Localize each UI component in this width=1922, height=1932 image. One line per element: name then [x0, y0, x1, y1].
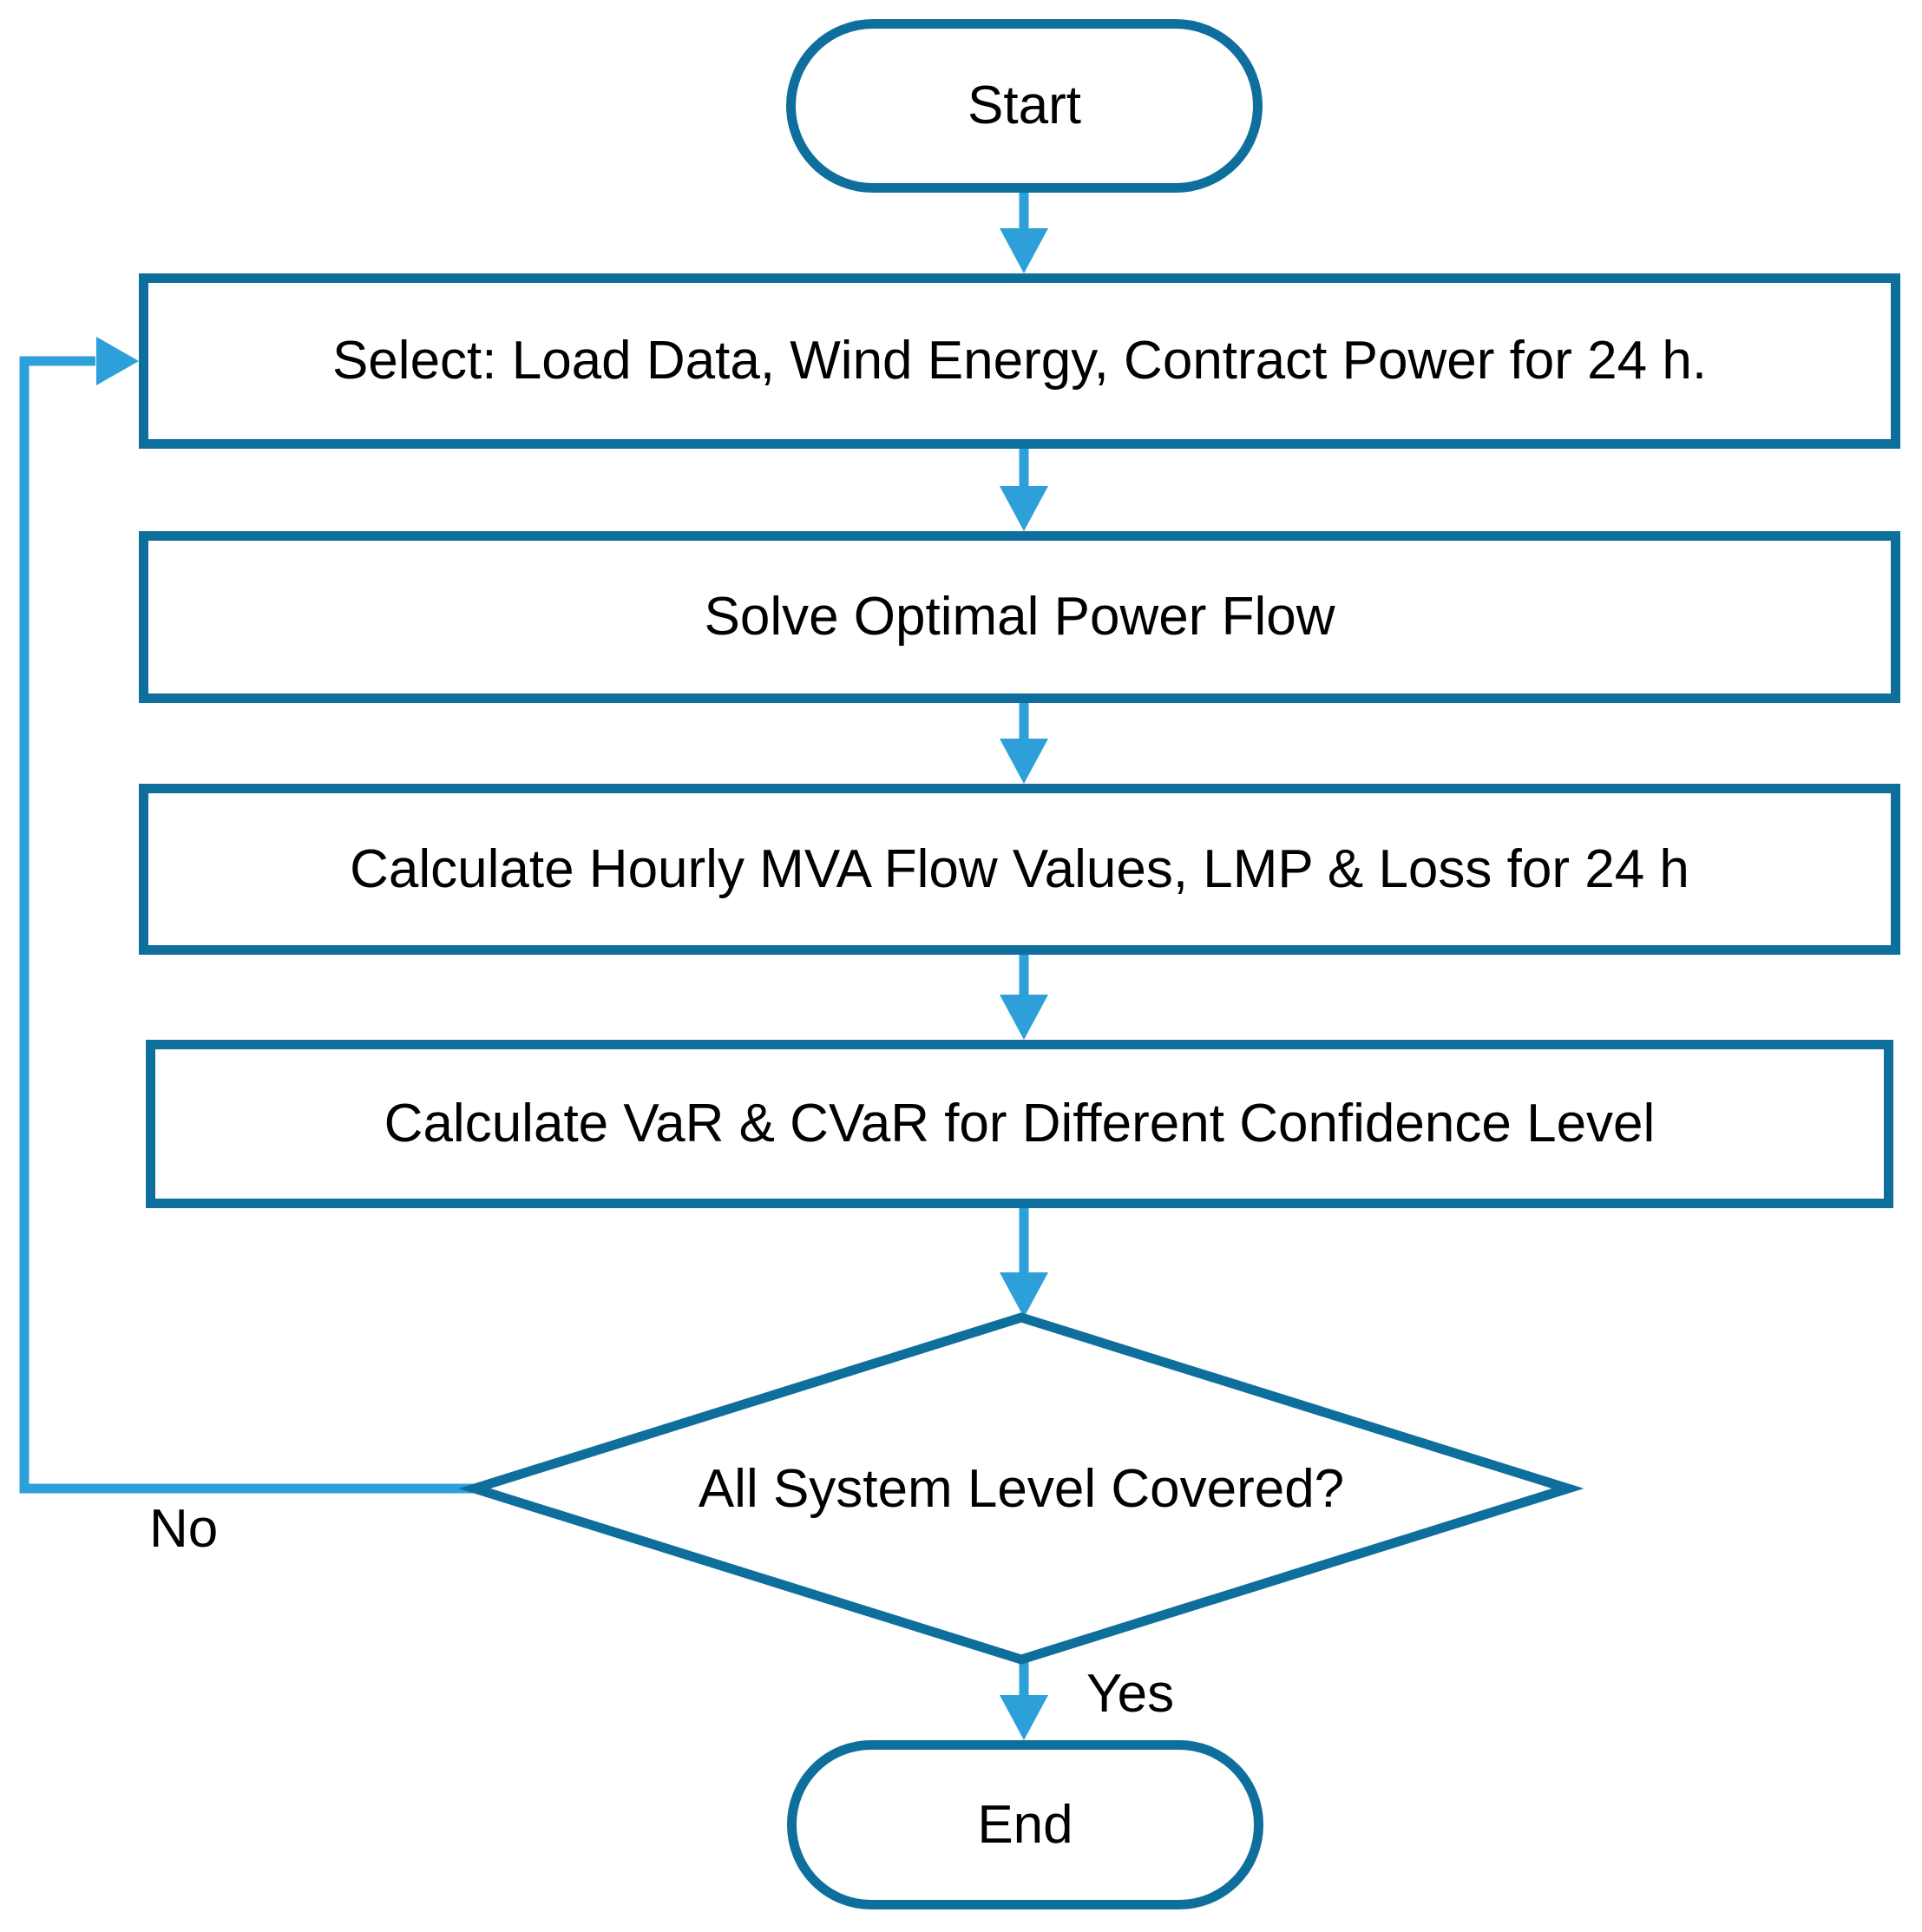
node-solve-label: Solve Optimal Power Flow [704, 587, 1335, 647]
node-calc-var: Calculate VaR & CVaR for Different Confi… [146, 1040, 1893, 1208]
edge-label-no: No [149, 1499, 219, 1559]
arrowhead-calcflow [1000, 739, 1048, 784]
node-start: Start [786, 19, 1263, 193]
edge-label-yes: Yes [1086, 1664, 1175, 1724]
node-calc-flow-label: Calculate Hourly MVA Flow Values, LMP & … [350, 838, 1689, 899]
node-end-label: End [977, 1794, 1073, 1855]
arrowhead-end [1000, 1695, 1048, 1740]
edge-decision-no-loop [19, 356, 475, 1494]
node-decision-label-box: All System Level Covered? [475, 1318, 1568, 1659]
arrowhead-decision [1000, 1272, 1048, 1318]
decision-diamond-shape [458, 1312, 1584, 1665]
node-calc-var-label: Calculate VaR & CVaR for Different Confi… [384, 1094, 1656, 1154]
node-select-label: Select: Load Data, Wind Energy, Contract… [331, 331, 1708, 391]
node-select: Select: Load Data, Wind Energy, Contract… [139, 273, 1900, 449]
node-calc-flow: Calculate Hourly MVA Flow Values, LMP & … [139, 784, 1900, 955]
node-end: End [787, 1740, 1263, 1909]
node-start-label: Start [968, 76, 1081, 136]
arrowhead-calcvar [1000, 995, 1048, 1040]
node-solve: Solve Optimal Power Flow [139, 531, 1900, 703]
arrowhead-select [1000, 228, 1048, 273]
arrowhead-no-loop [96, 337, 139, 385]
node-decision-label: All System Level Covered? [698, 1458, 1345, 1519]
arrowhead-solve [1000, 486, 1048, 531]
